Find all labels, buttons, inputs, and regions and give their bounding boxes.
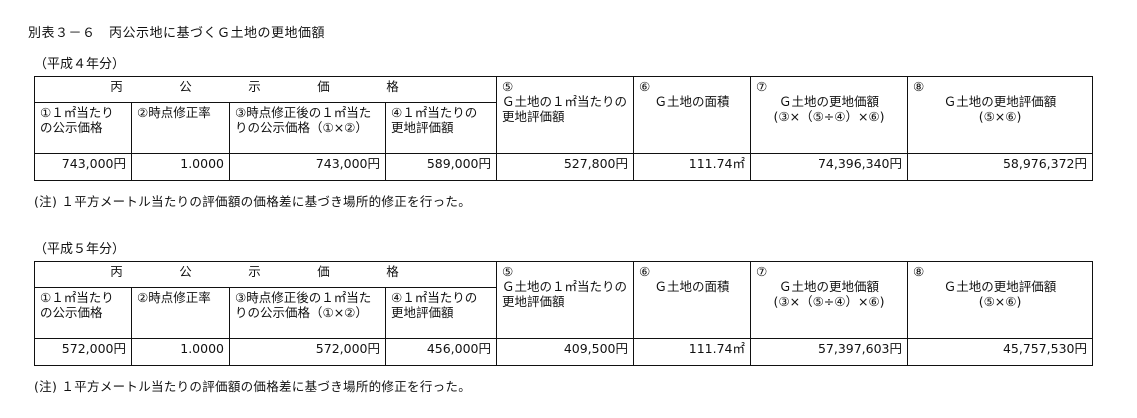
col2-header: ②時点修正率 — [131, 102, 230, 154]
col7-formula: (③×（⑤÷④）×⑥) — [773, 109, 885, 124]
value-cell: 589,000円 — [384, 153, 498, 181]
col8-number: ⑧ — [913, 264, 925, 279]
value-cell: 1.0000 — [131, 153, 230, 181]
col5-header: ⑤ Ｇ土地の１㎡当たりの更地評価額 — [496, 261, 635, 339]
col3-header: ③時点修正後の１㎡当たりの公示価格（①×②） — [229, 102, 386, 154]
col8-header: ⑧ Ｇ土地の更地評価額 (⑤×⑥) — [907, 261, 1094, 339]
value-cell: 57,397,603円 — [750, 338, 909, 366]
col8-number: ⑧ — [913, 79, 925, 94]
col6-number: ⑥ — [639, 264, 651, 279]
col7-label: Ｇ土地の更地価額 — [779, 279, 880, 294]
period-label-h4: （平成４年分） — [34, 57, 126, 72]
col6-label: Ｇ土地の面積 — [654, 279, 730, 294]
value-cell: 456,000円 — [384, 338, 498, 366]
value-cell: 743,000円 — [34, 153, 132, 181]
value-cell: 74,396,340円 — [750, 153, 909, 181]
col6-number: ⑥ — [639, 79, 651, 94]
value-cell: 1.0000 — [131, 338, 230, 366]
value-cell: 572,000円 — [34, 338, 132, 366]
value-cell: 527,800円 — [496, 153, 635, 181]
valuation-table-h4: 丙 公 示 価 格 ⑤ Ｇ土地の１㎡当たりの更地評価額 ⑥ Ｇ土地の面積 ⑦ Ｇ… — [33, 76, 1094, 181]
col7-label: Ｇ土地の更地価額 — [779, 94, 880, 109]
col2-header: ②時点修正率 — [131, 287, 230, 339]
col6-label: Ｇ土地の面積 — [654, 94, 730, 109]
col7-formula: (③×（⑤÷④）×⑥) — [773, 294, 885, 309]
col1-header: ①１㎡当たり の公示価格 — [34, 102, 132, 154]
col7-number: ⑦ — [756, 79, 768, 94]
public-price-header: 丙 公 示 価 格 — [33, 76, 498, 103]
col8-label: Ｇ土地の更地評価額 — [943, 279, 1057, 294]
value-cell: 58,976,372円 — [907, 153, 1094, 181]
page-title: 別表３－６ 丙公示地に基づくＧ土地の更地価額 — [28, 26, 326, 41]
col4-header: ④１㎡当たりの 更地評価額 — [384, 287, 498, 339]
col8-label: Ｇ土地の更地評価額 — [943, 94, 1057, 109]
col8-formula: (⑤×⑥) — [978, 109, 1022, 124]
col8-header: ⑧ Ｇ土地の更地評価額 (⑤×⑥) — [907, 76, 1094, 154]
value-cell: 409,500円 — [496, 338, 635, 366]
col7-header: ⑦ Ｇ土地の更地価額 (③×（⑤÷④）×⑥) — [750, 261, 909, 339]
period-label-h5: （平成５年分） — [34, 242, 126, 257]
col1-header: ①１㎡当たり の公示価格 — [34, 287, 132, 339]
col6-header: ⑥ Ｇ土地の面積 — [633, 76, 752, 154]
value-cell: 572,000円 — [229, 338, 386, 366]
value-cell: 45,757,530円 — [907, 338, 1094, 366]
col5-header: ⑤ Ｇ土地の１㎡当たりの更地評価額 — [496, 76, 635, 154]
col7-header: ⑦ Ｇ土地の更地価額 (③×（⑤÷④）×⑥) — [750, 76, 909, 154]
col5-label: Ｇ土地の１㎡当たりの更地評価額 — [502, 279, 628, 309]
value-cell: 743,000円 — [229, 153, 386, 181]
footnote-h5: (注) １平方メートル当たりの評価額の価格差に基づき場所的修正を行った。 — [34, 379, 472, 394]
public-price-header: 丙 公 示 価 格 — [33, 261, 498, 288]
valuation-table-h5: 丙 公 示 価 格 ⑤ Ｇ土地の１㎡当たりの更地評価額 ⑥ Ｇ土地の面積 ⑦ Ｇ… — [33, 261, 1094, 366]
value-cell: 111.74㎡ — [633, 338, 752, 366]
value-cell: 111.74㎡ — [633, 153, 752, 181]
col3-header: ③時点修正後の１㎡当たりの公示価格（①×②） — [229, 287, 386, 339]
col8-formula: (⑤×⑥) — [978, 294, 1022, 309]
col6-header: ⑥ Ｇ土地の面積 — [633, 261, 752, 339]
col5-number: ⑤ — [502, 264, 514, 279]
col4-header: ④１㎡当たりの 更地評価額 — [384, 102, 498, 154]
col5-label: Ｇ土地の１㎡当たりの更地評価額 — [502, 94, 628, 124]
col7-number: ⑦ — [756, 264, 768, 279]
col5-number: ⑤ — [502, 79, 514, 94]
footnote-h4: (注) １平方メートル当たりの評価額の価格差に基づき場所的修正を行った。 — [34, 194, 472, 209]
